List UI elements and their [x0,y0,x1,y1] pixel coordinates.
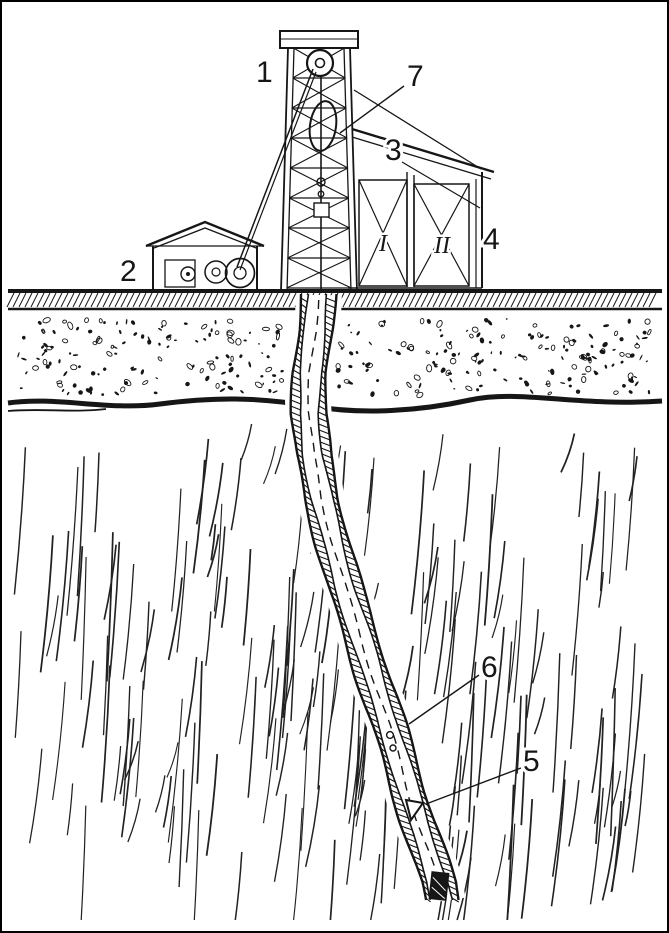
rock-boundary-line [7,393,663,414]
guy-line [353,89,482,170]
winch-drum [204,260,228,284]
rope-loop [308,100,338,152]
derrick-lattice [286,47,352,289]
cuttings-circle [389,744,397,752]
surface-structures [145,30,495,292]
winch-drum [224,257,256,289]
gravel-stipple-layer [17,317,652,399]
braced-frame-2 [413,183,470,287]
guy-line [401,161,481,209]
topsoil-hatch [6,292,657,308]
drill-bit [428,871,450,901]
label-4: 4 [483,223,500,256]
leader-line-6 [408,674,480,725]
label-3: 3 [385,134,402,167]
frame-numeral-2: II [433,233,451,259]
label-5: 5 [523,745,540,778]
hoist-cable [236,68,314,268]
hoist-motor [164,259,196,288]
derrick-tower [236,30,359,292]
frame-numeral-1: I [378,231,388,257]
leader-line-7 [339,85,405,134]
annotations: 1 2 3 4 5 6 7 I II [117,53,543,805]
swivel-block [313,202,330,218]
leader-line-5 [425,767,522,805]
borehole-features [385,730,450,901]
hoist-house [145,220,265,291]
downhole-tool-triangle [404,798,425,823]
pump-shed [348,89,495,289]
crown-pulley [305,48,335,78]
cuttings-circle [385,730,395,740]
label-2: 2 [120,255,137,288]
label-1: 1 [256,56,273,89]
label-6: 6 [481,651,498,684]
label-7: 7 [407,60,424,93]
